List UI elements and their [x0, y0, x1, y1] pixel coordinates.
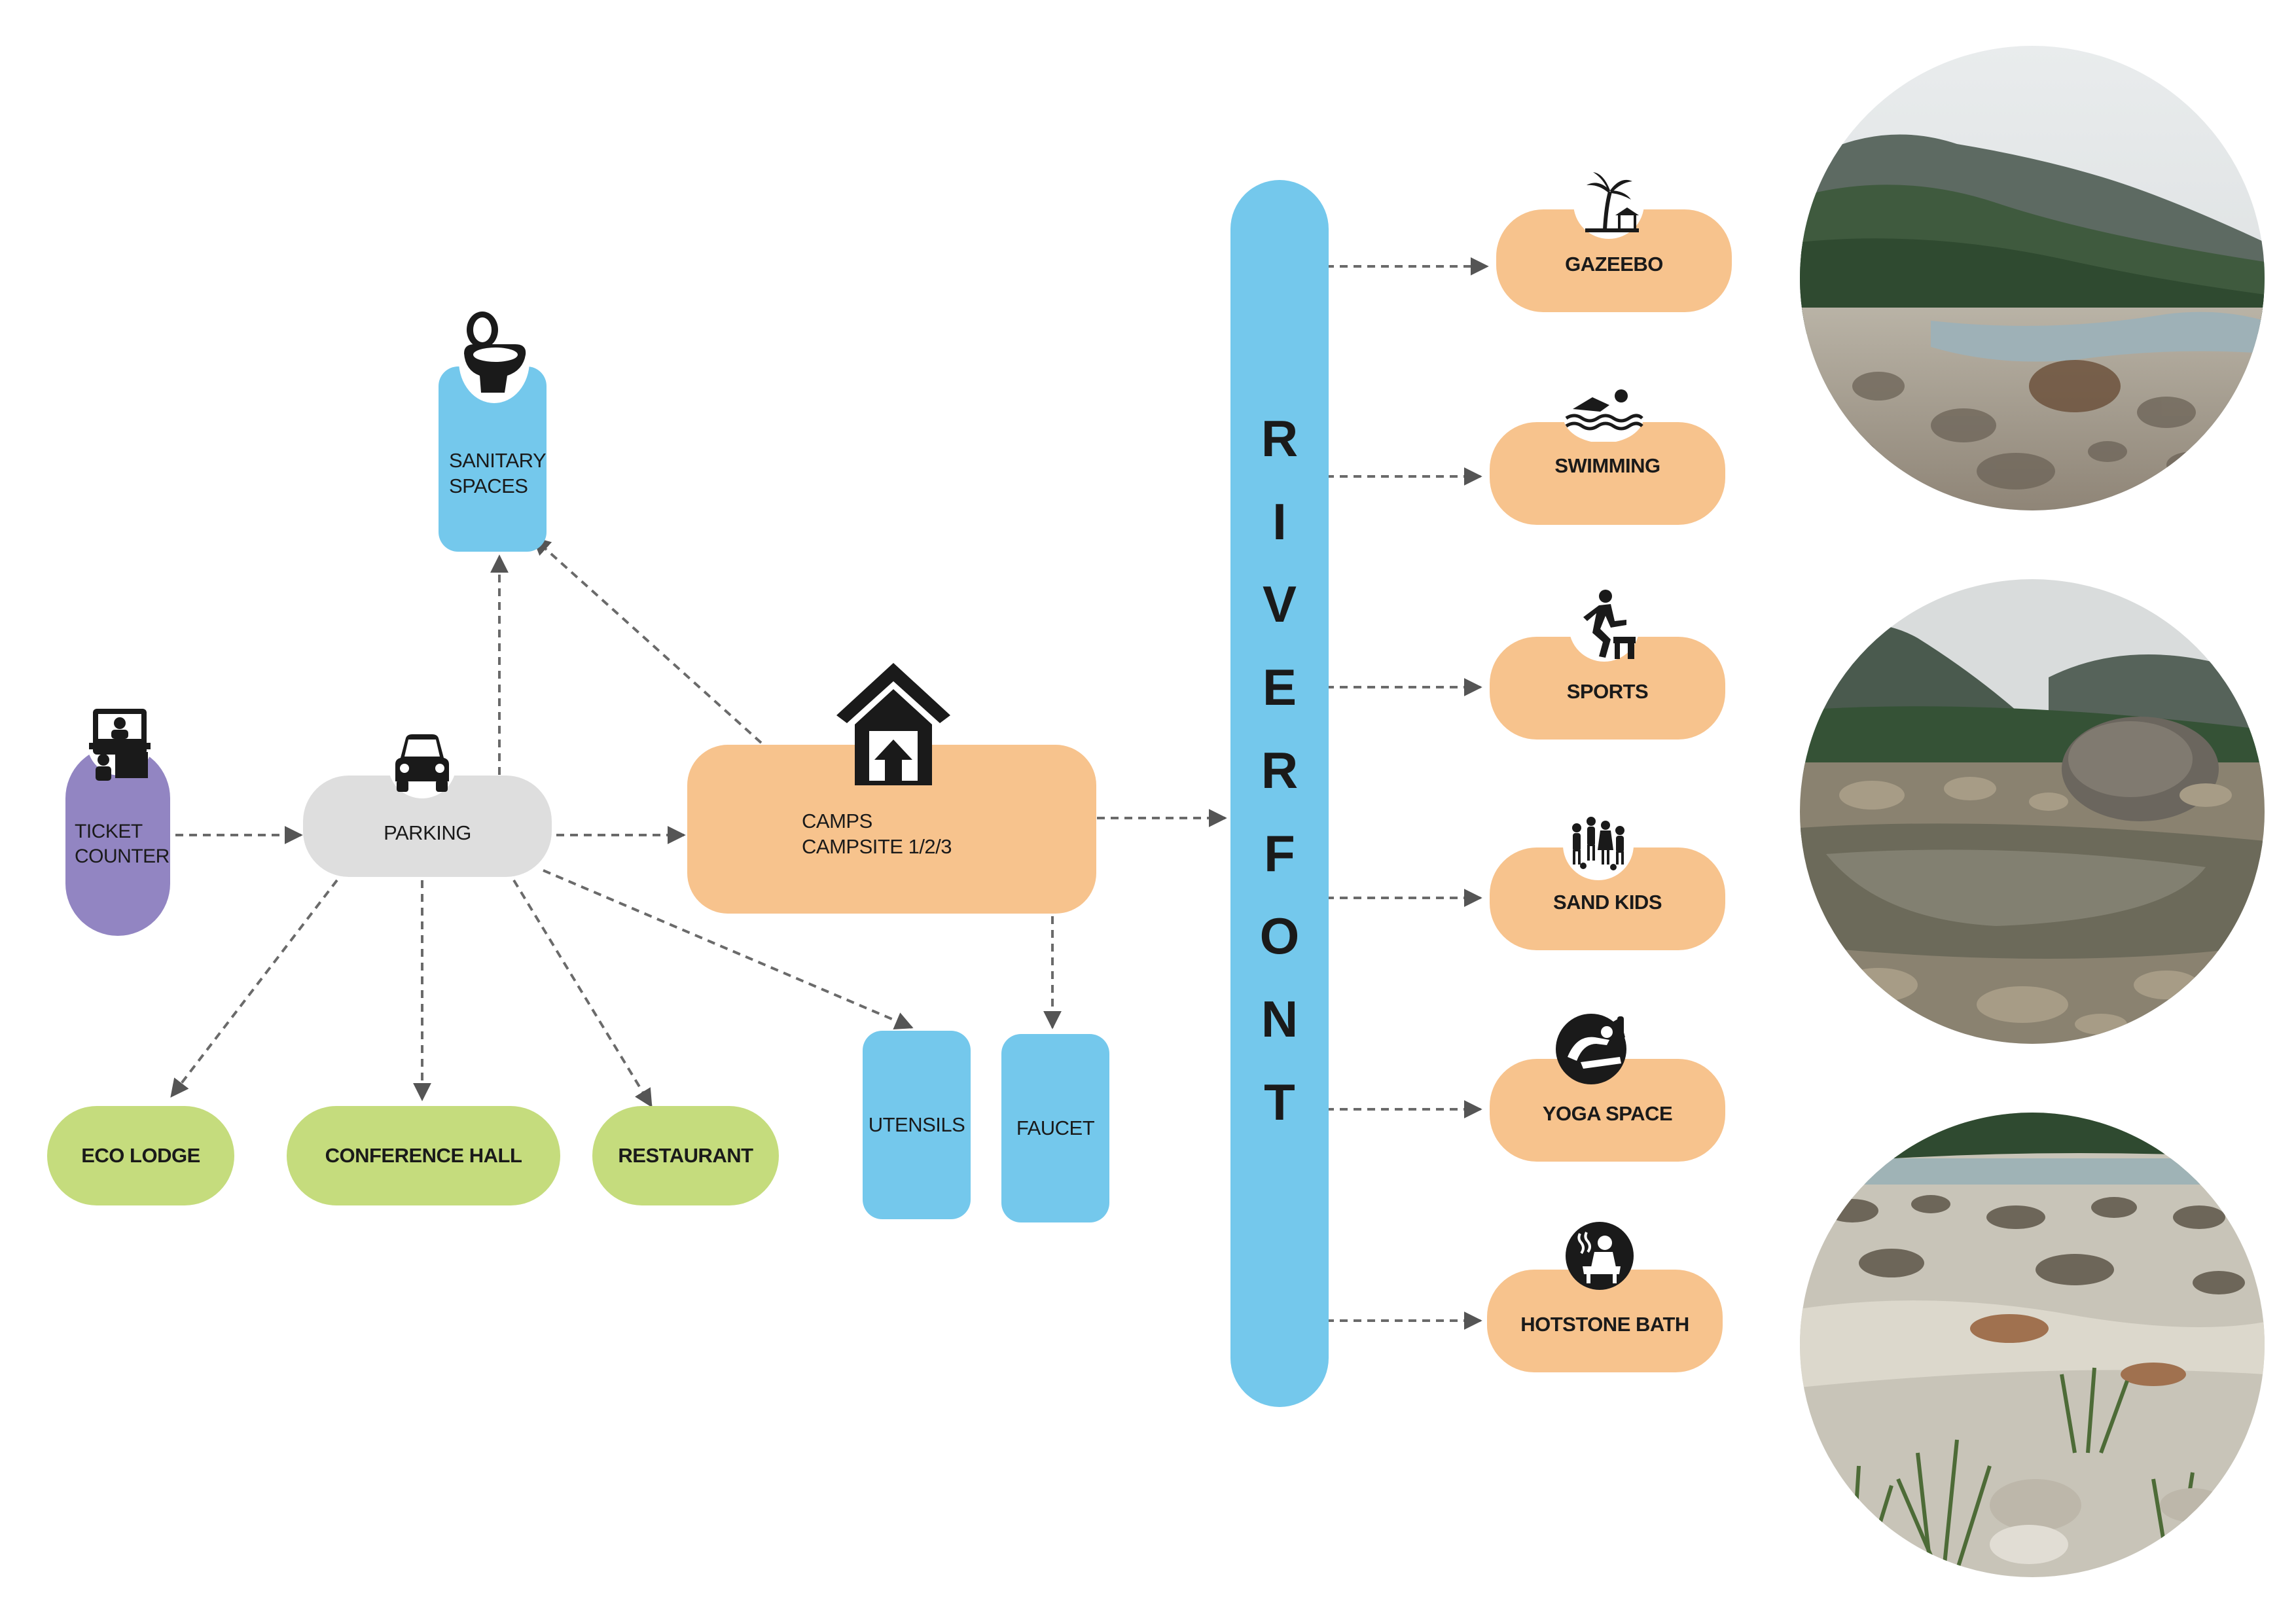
- riverfront-letter: O: [1259, 907, 1300, 965]
- ticket-counter-label: TICKET COUNTER: [75, 821, 170, 867]
- activity-label: YOGA SPACE: [1542, 1102, 1673, 1126]
- eco-lodge-node: ECO LODGE: [47, 1106, 234, 1205]
- riverfront-letter: N: [1261, 990, 1299, 1048]
- riverfront-letter: I: [1272, 493, 1287, 550]
- conference-hall-label: CONFERENCE HALL: [325, 1143, 522, 1167]
- parking-label: PARKING: [384, 821, 471, 845]
- bath-icon: [1564, 1221, 1635, 1291]
- riverbed-grass-photo: [1800, 1113, 2265, 1577]
- activity-label: GAZEEBO: [1565, 253, 1663, 276]
- conference-hall-node: CONFERENCE HALL: [287, 1106, 560, 1205]
- toilet-icon: [455, 308, 533, 406]
- children-group-icon: [1561, 808, 1636, 882]
- sanitary-spaces-label: SANITARY SPACES: [449, 449, 547, 497]
- arrow-parking-restaurant: [512, 879, 653, 1108]
- utensils-label: UTENSILS: [868, 1113, 965, 1136]
- activity-label: SPORTS: [1566, 680, 1649, 704]
- camps-label: CAMPS CAMPSITE 1/2/3: [802, 810, 952, 858]
- car-icon: [386, 726, 458, 802]
- riverfront-letter: T: [1264, 1073, 1295, 1131]
- riverfront-letter: V: [1262, 575, 1297, 633]
- river-valley-photo: [1800, 46, 2265, 510]
- swimmer-icon: [1561, 383, 1646, 443]
- stepping-athlete-icon: [1568, 586, 1641, 664]
- arrow-parking-ecolodge: [170, 879, 338, 1098]
- activity-label: SWIMMING: [1554, 454, 1660, 477]
- faucet-node: FAUCET: [1001, 1034, 1109, 1222]
- palm-gazebo-icon: [1572, 167, 1645, 240]
- arrow-parking-utensils: [543, 869, 914, 1029]
- yoga-pose-icon: [1554, 1011, 1633, 1086]
- activity-label: SAND KIDS: [1552, 891, 1662, 914]
- riverfront-letter: R: [1261, 410, 1299, 467]
- restaurant-node: RESTAURANT: [592, 1106, 779, 1205]
- utensils-node: UTENSILS: [863, 1031, 971, 1219]
- arrow-camps-sanitary: [531, 537, 762, 744]
- riverfront-letter: R: [1261, 741, 1299, 799]
- riverfront-letter: F: [1264, 825, 1295, 882]
- eco-lodge-label: ECO LODGE: [81, 1143, 200, 1167]
- faucet-label: FAUCET: [1016, 1116, 1095, 1139]
- ticket-booth-icon: [84, 704, 156, 782]
- riverfront-bar: R I V E R F O N T: [1230, 180, 1329, 1407]
- riverfront-letter: E: [1262, 658, 1297, 716]
- house-icon: [831, 658, 956, 789]
- restaurant-label: RESTAURANT: [618, 1143, 753, 1167]
- activity-label: HOTSTONE BATH: [1520, 1313, 1689, 1336]
- river-boulders-photo: [1800, 579, 2265, 1044]
